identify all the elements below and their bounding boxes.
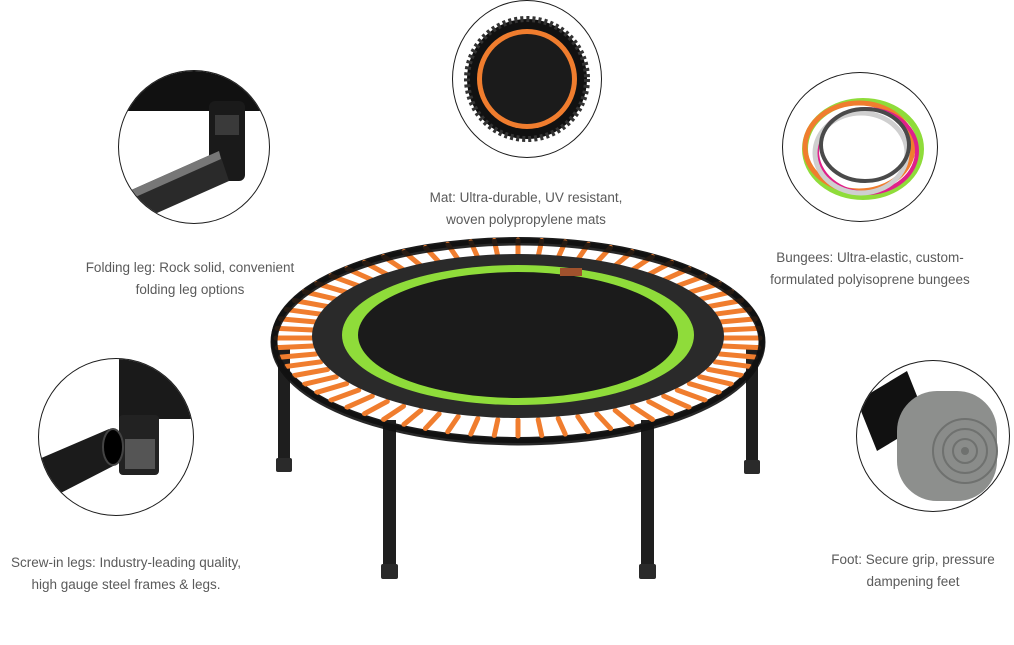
bungee-ring	[273, 237, 763, 439]
folding-leg-caption: Folding leg: Rock solid, convenient fold…	[70, 257, 310, 301]
bungee-cord	[274, 343, 316, 351]
screw-in-legs-caption-line2: high gauge steel frames & legs.	[31, 577, 221, 592]
bungee-cord	[291, 366, 331, 379]
mat-detail-image	[452, 0, 602, 158]
bungees-caption-line2: formulated polyisoprene bungees	[770, 272, 970, 287]
bungee-cord	[686, 381, 722, 395]
bungee-cord	[717, 316, 758, 325]
bungee-cord	[274, 325, 316, 333]
folding-leg-detail-image	[118, 70, 270, 224]
foot-caption-line1: Foot: Secure grip, pressure	[831, 552, 995, 567]
bungee-cord	[302, 374, 339, 387]
screw-in-leg-detail-image	[38, 358, 194, 516]
bungee-cord	[717, 351, 758, 360]
bungee-cord	[314, 381, 350, 395]
bungee-cord	[535, 417, 545, 439]
bungees-caption-line1: Bungees: Ultra-elastic, custom-	[776, 250, 964, 265]
bungee-cord	[555, 415, 568, 437]
bungee-cord	[278, 351, 319, 360]
bungee-cord	[594, 411, 614, 432]
bungee-cord	[468, 415, 481, 437]
trampoline-feet	[276, 458, 760, 579]
bungee-cord	[491, 417, 501, 439]
bungee-cord	[575, 413, 591, 435]
mat-caption-line1: Mat: Ultra-durable, UV resistant,	[429, 190, 623, 205]
bungee-cord	[720, 325, 762, 333]
screw-in-legs-caption-line1: Screw-in legs: Industry-leading quality,	[10, 555, 242, 570]
bungee-cord	[697, 374, 734, 387]
foot-caption-line2: dampening feet	[866, 574, 960, 589]
foot-caption: Foot: Secure grip, pressure dampening fe…	[820, 549, 1006, 593]
bungee-cord	[712, 359, 753, 369]
bungee-cord	[381, 403, 407, 422]
bungee-cord	[712, 307, 753, 317]
bungees-caption: Bungees: Ultra-elastic, custom- formulat…	[752, 247, 988, 291]
mat-caption: Mat: Ultra-durable, UV resistant, woven …	[410, 187, 642, 231]
bungee-cord	[278, 316, 319, 325]
bungee-cord	[705, 366, 745, 379]
bungee-cord	[422, 411, 442, 432]
bungee-cord	[674, 387, 708, 403]
bungee-cord	[328, 387, 362, 403]
folding-leg-caption-line2: folding leg options	[135, 282, 245, 297]
foot-detail-image	[856, 360, 1010, 512]
bungee-cord	[361, 398, 390, 417]
bungee-cord	[720, 343, 762, 351]
bungees-detail-image	[782, 72, 938, 222]
screw-in-legs-caption: Screw-in legs: Industry-leading quality,…	[0, 552, 252, 596]
mat-caption-line2: woven polypropylene mats	[446, 212, 606, 227]
bungee-cord	[629, 403, 655, 422]
folding-leg-caption-line1: Folding leg: Rock solid, convenient	[85, 260, 295, 275]
bungee-cord	[283, 359, 324, 369]
bungee-cord	[283, 307, 324, 317]
bungee-cord	[646, 398, 675, 417]
bungee-cord	[445, 413, 461, 435]
bungee-cord	[612, 407, 635, 427]
bungee-cord	[401, 407, 424, 427]
bungee-cord	[661, 393, 692, 410]
bungee-cord	[344, 393, 375, 410]
